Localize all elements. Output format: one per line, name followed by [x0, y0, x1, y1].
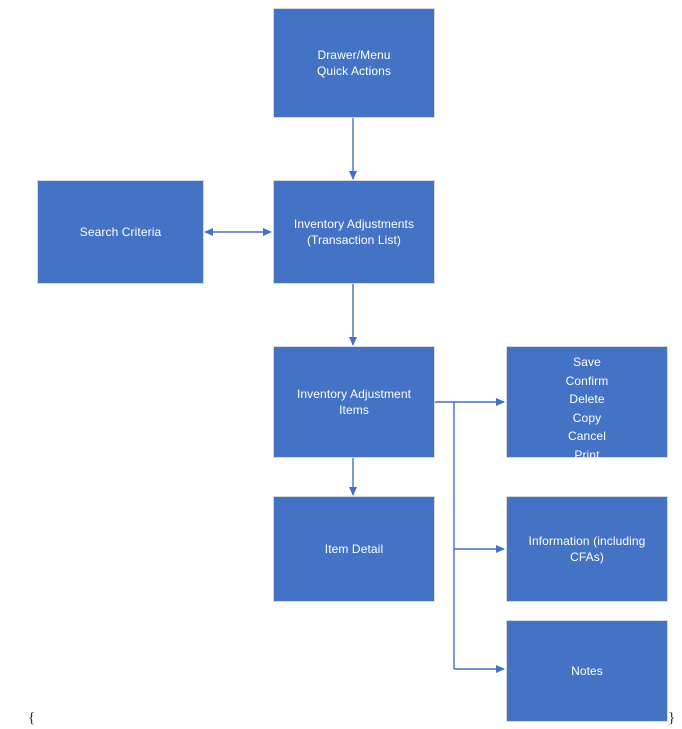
bottom-right-mark: } [668, 710, 676, 726]
node-drawer-menu[interactable]: Drawer/Menu Quick Actions [273, 8, 435, 118]
node-inventory-adjustments[interactable]: Inventory Adjustments (Transaction List) [273, 180, 435, 284]
node-item-detail[interactable]: Item Detail [273, 496, 435, 602]
node-inventory-adjustment-items[interactable]: Inventory Adjustment Items [273, 346, 435, 458]
node-actions[interactable]: Save Confirm Delete Copy Cancel Print [506, 346, 668, 462]
node-information[interactable]: Information (including CFAs) [506, 496, 668, 602]
bottom-left-mark: { [28, 710, 36, 726]
node-search-criteria[interactable]: Search Criteria [37, 180, 204, 284]
node-notes[interactable]: Notes [506, 620, 668, 722]
